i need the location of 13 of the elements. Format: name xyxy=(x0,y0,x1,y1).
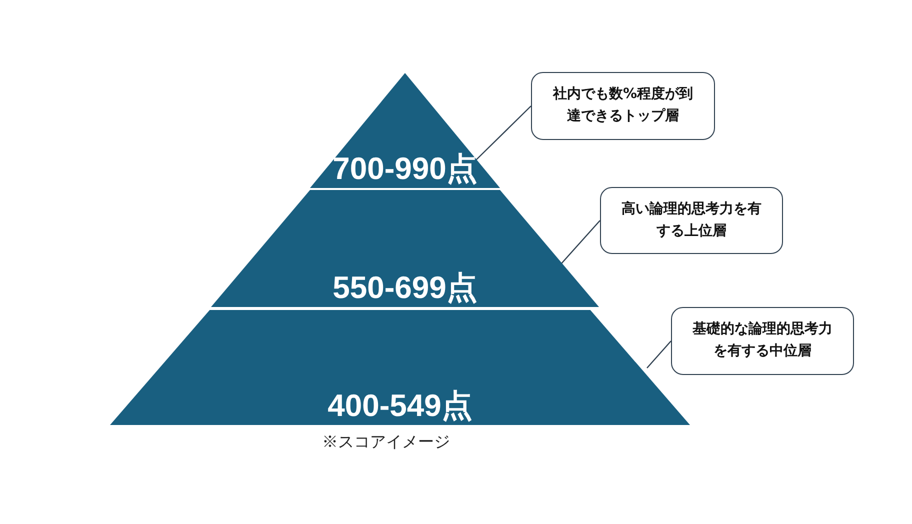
callout-box: 高い論理的思考力を有する上位層 xyxy=(600,187,783,254)
leader-line xyxy=(476,106,532,160)
score-range-label: 700-990点 xyxy=(332,152,478,186)
score-range-label: 400-549点 xyxy=(328,388,472,423)
score-range-label: 550-699点 xyxy=(332,270,478,305)
leader-line xyxy=(646,340,672,368)
callout-box: 基礎的な論理的思考力を有する中位層 xyxy=(671,307,854,375)
pyramid-tier xyxy=(110,310,690,425)
leader-line xyxy=(560,220,600,264)
callout-box: 社内でも数%程度が到達できるトップ層 xyxy=(531,72,715,140)
caption: ※スコアイメージ xyxy=(322,432,450,453)
pyramid-tier xyxy=(310,73,500,188)
pyramid-tier xyxy=(211,190,599,307)
